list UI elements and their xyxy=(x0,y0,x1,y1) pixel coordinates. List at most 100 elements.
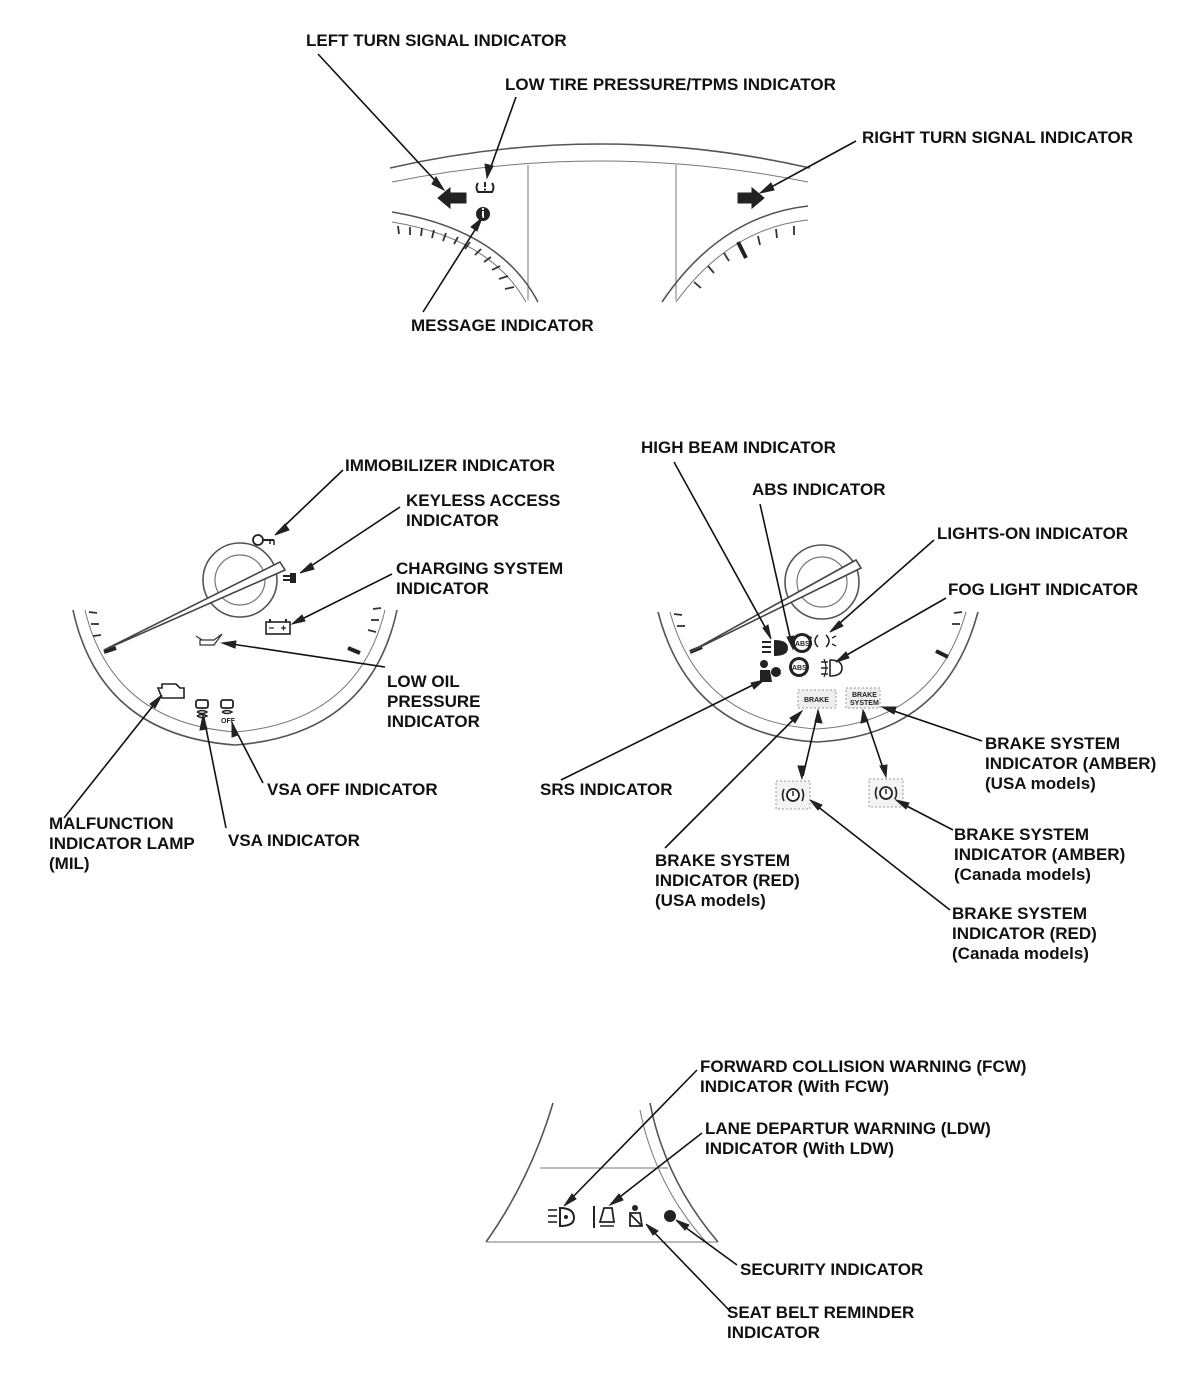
brake-amber-canada-icon xyxy=(868,778,904,808)
brake-red-usa-icon: BRAKE xyxy=(797,689,837,709)
brake-red-usa-double-arrow xyxy=(802,711,819,777)
mil-leader xyxy=(63,696,161,819)
brake-amber-usa-double-arrow xyxy=(863,711,886,775)
fcw-icon xyxy=(548,1206,576,1228)
left-turn-leader xyxy=(317,53,443,189)
brake-amber-usa-label-line1: BRAKE SYSTEM xyxy=(985,734,1120,753)
charging-leader xyxy=(293,573,393,624)
high-beam-icon xyxy=(762,640,788,656)
seat-belt-label-line2: INDICATOR xyxy=(727,1323,820,1342)
brake-red-canada-icon xyxy=(775,780,811,810)
vsa-off-icon: OFF xyxy=(220,699,236,725)
message-leader xyxy=(422,221,481,313)
fog-label: FOG LIGHT INDICATOR xyxy=(948,580,1138,599)
brake-red-usa-label-line2: INDICATOR (RED) xyxy=(655,871,800,890)
brake-amber-usa-icon: BRAKE SYSTEM xyxy=(845,687,881,709)
high-beam-label: HIGH BEAM INDICATOR xyxy=(641,438,836,457)
srs-icon xyxy=(760,660,781,682)
top-cluster-panel: LEFT TURN SIGNAL INDICATOR LOW TIRE PRES… xyxy=(306,31,1133,335)
right-gauge-ticks xyxy=(693,226,795,289)
seat-belt-label-line1: SEAT BELT REMINDER xyxy=(727,1303,914,1322)
svg-text:BRAKE: BRAKE xyxy=(804,697,829,704)
abs-lower-icon: ABS xyxy=(789,657,809,677)
mil-label-line3: (MIL) xyxy=(49,854,90,873)
ldw-label-line2: INDICATOR (With LDW) xyxy=(705,1139,894,1158)
oil-label-line3: INDICATOR xyxy=(387,712,480,731)
charging-label-line1: CHARGING SYSTEM xyxy=(396,559,563,578)
high-beam-leader xyxy=(673,461,771,637)
left-turn-signal-icon xyxy=(437,186,467,210)
oil-label-line2: PRESSURE xyxy=(387,692,481,711)
oil-leader xyxy=(224,642,386,668)
bottom-cluster-panel: FORWARD COLLISION WARNING (FCW) INDICATO… xyxy=(485,1057,1026,1342)
brake-red-usa-label-line1: BRAKE SYSTEM xyxy=(655,851,790,870)
security-leader xyxy=(677,1221,738,1266)
ldw-label-line1: LANE DEPARTUR WARNING (LDW) xyxy=(705,1119,991,1138)
seat-belt-leader xyxy=(647,1225,730,1311)
vsa-label: VSA INDICATOR xyxy=(228,831,360,850)
immobilizer-leader xyxy=(276,469,344,534)
right-turn-leader xyxy=(761,140,857,193)
speedometer-hub xyxy=(103,542,287,651)
oil-label-line1: LOW OIL xyxy=(387,672,460,691)
vsa-off-label: VSA OFF INDICATOR xyxy=(267,780,438,799)
right-gauge-panel: ABS ABS BRAKE xyxy=(540,438,1156,963)
left-gauge-panel: OFF IMMOBILIZER INDICATOR KEYLESS ACCESS… xyxy=(49,456,563,873)
tpms-leader xyxy=(487,96,517,176)
brake-red-canada-label-line2: INDICATOR (RED) xyxy=(952,924,1097,943)
vsa-leader xyxy=(203,717,227,829)
immobilizer-label: IMMOBILIZER INDICATOR xyxy=(345,456,555,475)
left-turn-label: LEFT TURN SIGNAL INDICATOR xyxy=(306,31,567,50)
brake-red-canada-leader xyxy=(811,801,951,911)
right-turn-label: RIGHT TURN SIGNAL INDICATOR xyxy=(862,128,1133,147)
fcw-leader xyxy=(565,1069,698,1205)
lights-on-leader xyxy=(831,539,935,631)
mil-label-line1: MALFUNCTION xyxy=(49,814,174,833)
fog-leader xyxy=(837,597,947,661)
svg-text:BRAKE: BRAKE xyxy=(852,692,877,699)
brake-amber-canada-label-line2: INDICATOR (AMBER) xyxy=(954,845,1125,864)
srs-label: SRS INDICATOR xyxy=(540,780,673,799)
battery-icon xyxy=(265,619,291,635)
svg-text:ABS: ABS xyxy=(795,641,810,648)
security-icon xyxy=(664,1210,676,1222)
mil-label-line2: INDICATOR LAMP xyxy=(49,834,195,853)
right-turn-signal-icon xyxy=(737,186,765,210)
abs-label: ABS INDICATOR xyxy=(752,480,886,499)
brake-amber-canada-label-line3: (Canada models) xyxy=(954,865,1091,884)
charging-label-line2: INDICATOR xyxy=(396,579,489,598)
svg-text:ABS: ABS xyxy=(792,665,807,672)
ldw-leader xyxy=(611,1132,703,1204)
abs-icon: ABS xyxy=(792,633,812,653)
tpms-icon xyxy=(475,182,495,193)
brake-amber-usa-label-line2: INDICATOR (AMBER) xyxy=(985,754,1156,773)
left-gauge-ticks-2 xyxy=(88,607,382,655)
vsa-icon xyxy=(195,699,209,719)
message-label: MESSAGE INDICATOR xyxy=(411,316,594,335)
brake-red-canada-label-line3: (Canada models) xyxy=(952,944,1089,963)
security-label: SECURITY INDICATOR xyxy=(740,1260,923,1279)
lights-on-icon xyxy=(807,634,837,648)
oil-can-icon xyxy=(195,633,223,646)
lights-on-label: LIGHTS-ON INDICATOR xyxy=(937,524,1128,543)
check-engine-icon xyxy=(156,683,185,699)
brake-amber-usa-leader xyxy=(884,707,983,742)
keyless-leader xyxy=(301,506,401,573)
brake-red-usa-leader xyxy=(664,712,801,849)
seat-belt-icon xyxy=(629,1205,644,1227)
tpms-label: LOW TIRE PRESSURE/TPMS INDICATOR xyxy=(505,75,836,94)
keyless-access-icon xyxy=(283,573,296,583)
brake-amber-canada-label-line1: BRAKE SYSTEM xyxy=(954,825,1089,844)
keyless-label-line1: KEYLESS ACCESS xyxy=(406,491,560,510)
svg-text:SYSTEM: SYSTEM xyxy=(850,700,879,707)
brake-red-canada-label-line1: BRAKE SYSTEM xyxy=(952,904,1087,923)
fcw-label-line2: INDICATOR (With FCW) xyxy=(700,1077,889,1096)
fcw-label-line1: FORWARD COLLISION WARNING (FCW) xyxy=(700,1057,1026,1076)
message-icon xyxy=(476,207,490,221)
svg-text:OFF: OFF xyxy=(221,718,236,725)
immobilizer-icon xyxy=(252,534,275,546)
fog-light-icon xyxy=(821,658,843,678)
brake-red-usa-label-line3: (USA models) xyxy=(655,891,766,910)
ldw-icon xyxy=(593,1206,616,1228)
